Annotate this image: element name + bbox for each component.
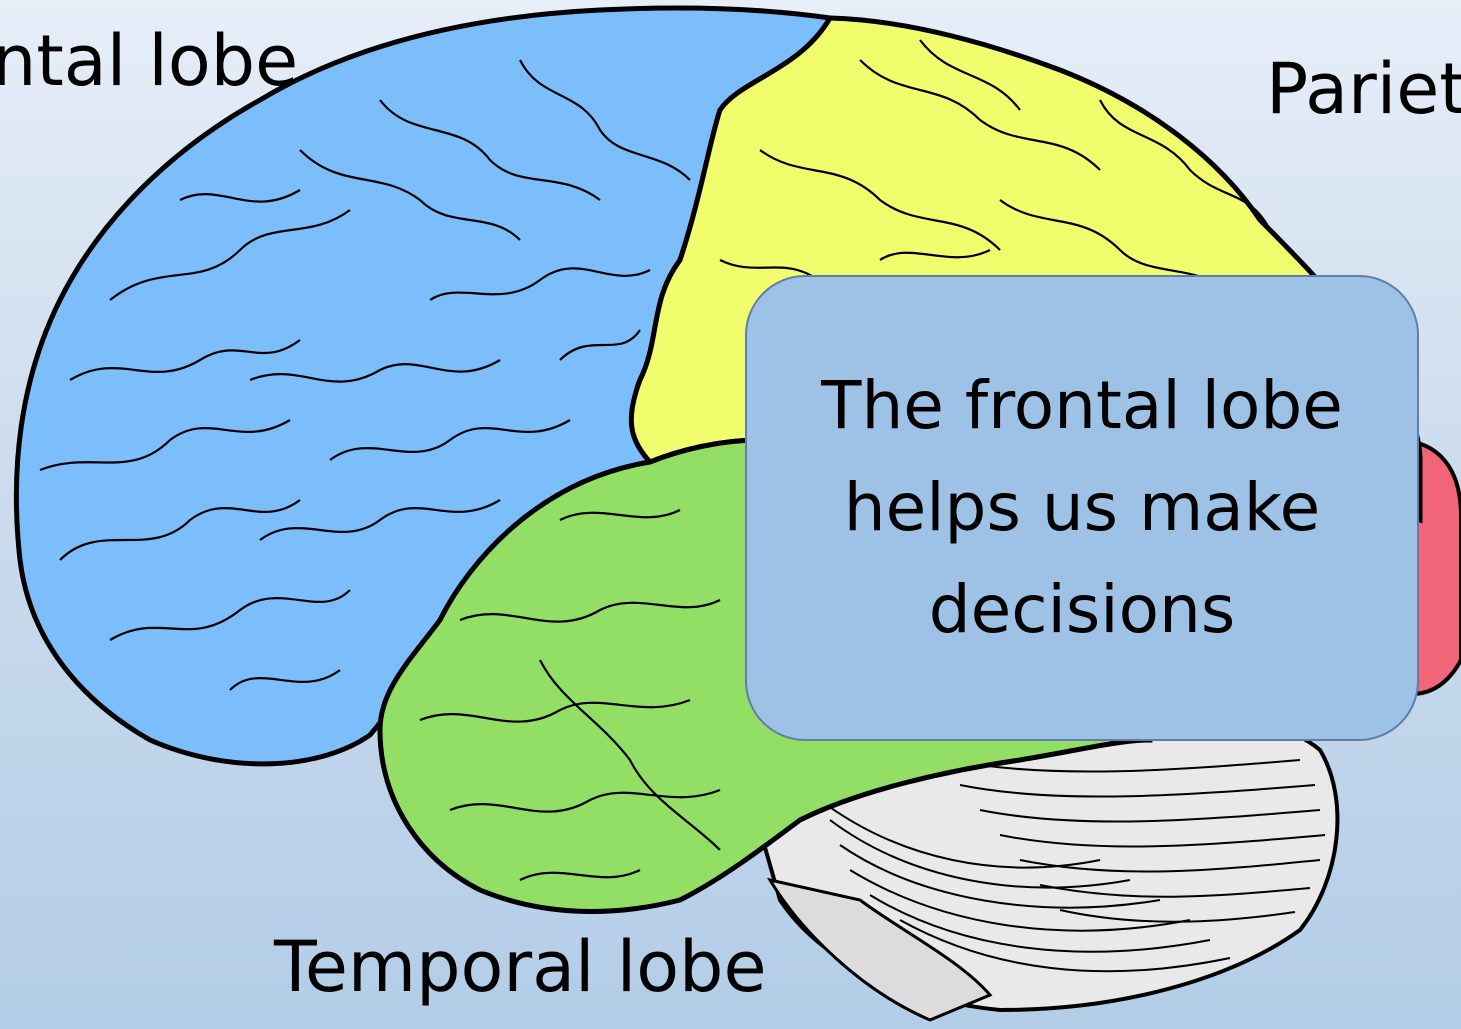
callout-text: The frontal lobe helps us make decisions (782, 355, 1382, 661)
frontal-lobe-label: ntal lobe (0, 26, 298, 96)
frontal-lobe-callout: The frontal lobe helps us make decisions (745, 275, 1419, 741)
parietal-lobe-label: Pariet (1266, 54, 1461, 124)
temporal-lobe-label: Temporal lobe (274, 932, 767, 1002)
